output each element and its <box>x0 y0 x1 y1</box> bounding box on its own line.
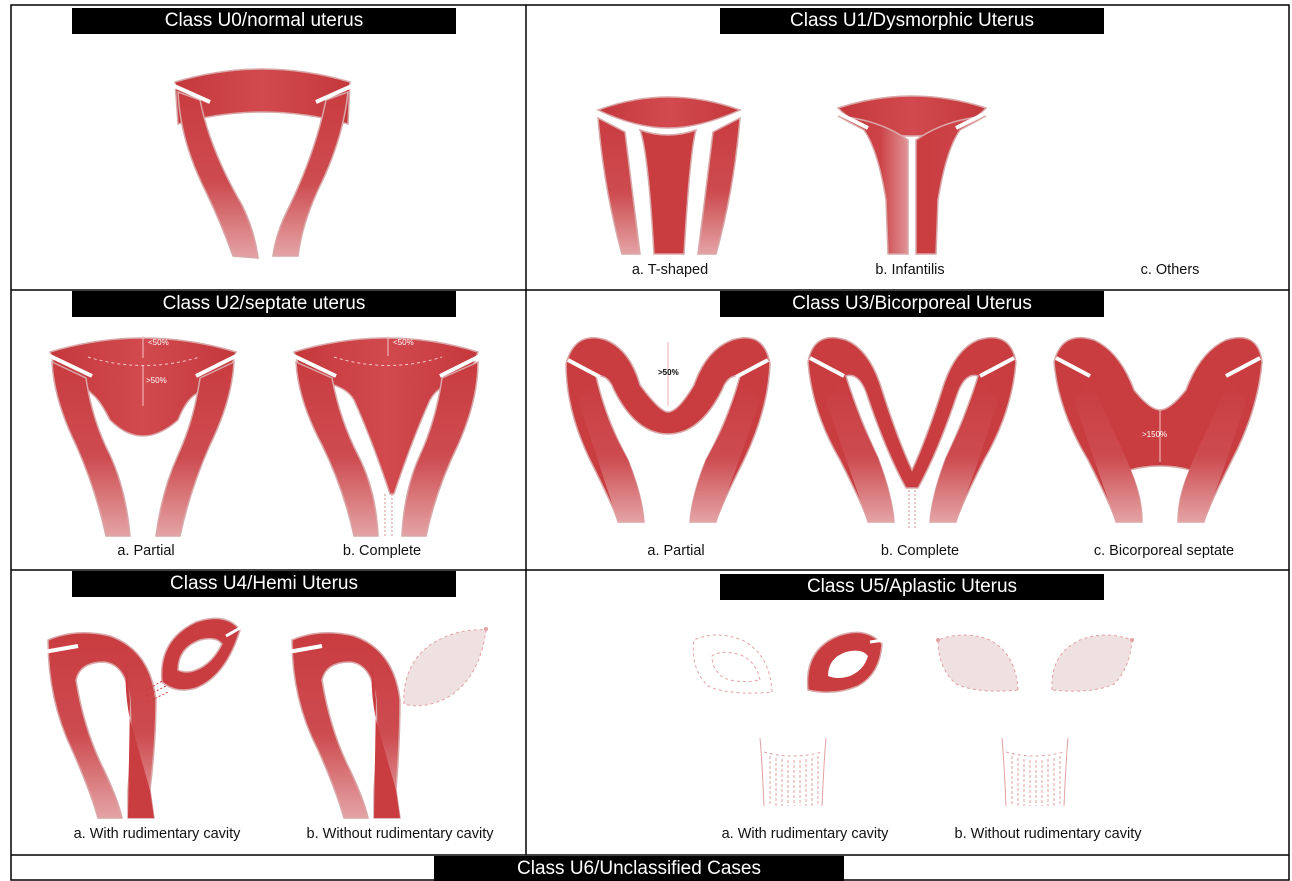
u3a-indent-label: >50% <box>658 368 679 377</box>
u1-t-shaped-drawing <box>594 97 744 254</box>
u2-partial-septate-drawing <box>48 336 238 536</box>
u1-infantilis-drawing <box>834 96 990 254</box>
u3c-septum-label: >150% <box>1142 430 1167 439</box>
u1-caption-others: c. Others <box>1141 262 1200 278</box>
u4-caption-with-rudimentary-cavity: a. With rudimentary cavity <box>74 826 241 842</box>
u5-with-rudimentary-cavity-drawing <box>693 632 884 806</box>
u4-without-rudimentary-cavity-drawing <box>288 627 488 818</box>
u0-title: Class U0/normal uterus <box>72 8 456 34</box>
u3-complete-bicorporeal-drawing <box>808 338 1016 528</box>
u2-complete-septate-drawing <box>292 336 482 536</box>
u2a-fundal-indent-label: <50% <box>148 338 169 347</box>
u4-title: Class U4/Hemi Uterus <box>72 571 456 597</box>
u5-without-rudimentary-cavity-drawing <box>936 635 1134 806</box>
u3-title: Class U3/Bicorporeal Uterus <box>720 291 1104 317</box>
u2b-fundal-indent-label: <50% <box>393 338 414 347</box>
u1-caption-t-shaped: a. T-shaped <box>632 262 708 278</box>
u3-partial-bicorporeal-drawing <box>566 338 770 522</box>
u5-caption-without-rudimentary-cavity: b. Without rudimentary cavity <box>955 826 1142 842</box>
u5-caption-with-rudimentary-cavity: a. With rudimentary cavity <box>722 826 889 842</box>
u1-title: Class U1/Dysmorphic Uterus <box>720 8 1104 34</box>
u2-caption-partial: a. Partial <box>117 543 174 559</box>
u4-with-rudimentary-cavity-drawing <box>44 618 240 818</box>
u2a-septum-length-label: >50% <box>146 376 167 385</box>
u4-caption-without-rudimentary-cavity: b. Without rudimentary cavity <box>307 826 494 842</box>
u0-normal-uterus-drawing <box>172 69 354 258</box>
u2-caption-complete: b. Complete <box>343 543 421 559</box>
u3-caption-partial: a. Partial <box>647 543 704 559</box>
u2-title: Class U2/septate uterus <box>72 291 456 317</box>
u3-caption-complete: b. Complete <box>881 543 959 559</box>
u1-caption-infantilis: b. Infantilis <box>875 262 944 278</box>
u6-title: Class U6/Unclassified Cases <box>434 856 844 881</box>
u3-caption-bicorporeal-septate: c. Bicorporeal septate <box>1094 543 1234 559</box>
u5-title: Class U5/Aplastic Uterus <box>720 574 1104 600</box>
